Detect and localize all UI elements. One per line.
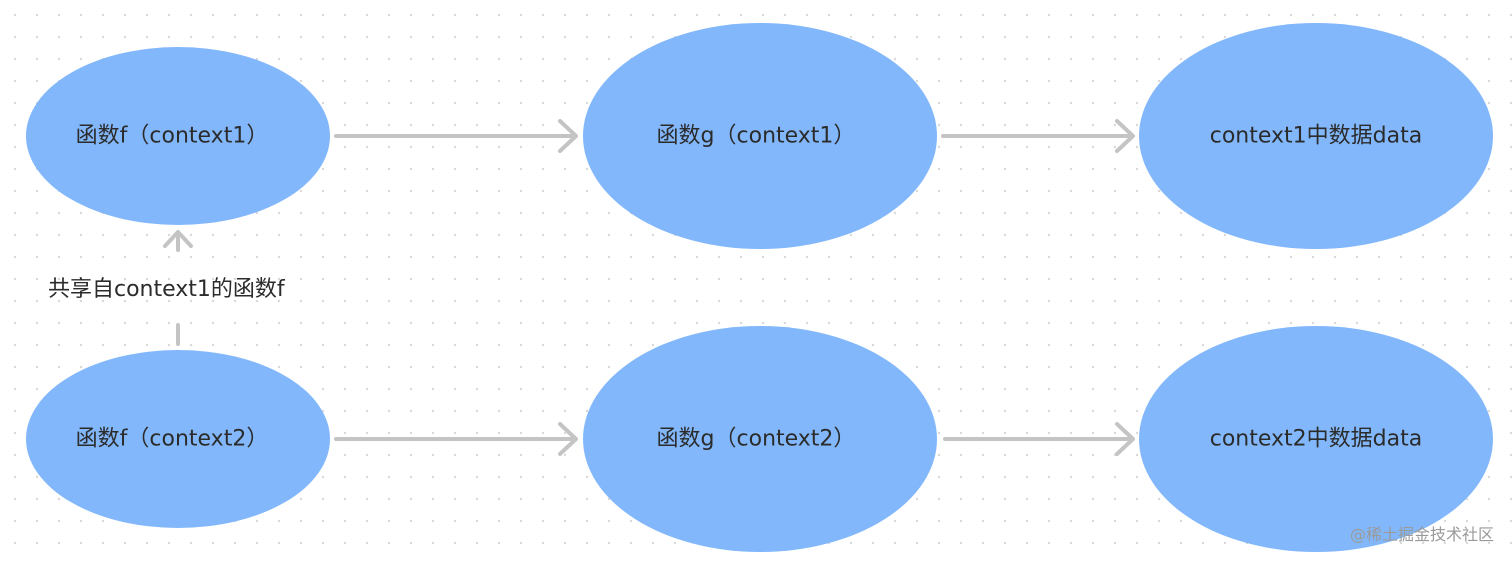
node-g-context2-label: 函数g（context2） bbox=[657, 427, 856, 452]
node-g-context2[interactable]: 函数g（context2） bbox=[583, 326, 937, 552]
node-data-context1-label: context1中数据data bbox=[1210, 124, 1422, 149]
edge-f2-to-g2 bbox=[334, 422, 578, 456]
edge-f2-to-f1-shared bbox=[163, 230, 193, 346]
node-f-context2-label: 函数f（context2） bbox=[76, 427, 269, 452]
edges bbox=[163, 119, 1135, 456]
edge-g1-to-data1 bbox=[941, 119, 1135, 153]
watermark-text: @稀土掘金技术社区 bbox=[1350, 525, 1494, 544]
node-f-context2-shape bbox=[26, 350, 330, 528]
shared-edge-label: 共享自context1的函数f bbox=[48, 277, 286, 302]
node-f-context1-shape bbox=[26, 47, 330, 225]
node-f-context2[interactable]: 函数f（context2） bbox=[26, 350, 330, 528]
node-g-context1[interactable]: 函数g（context1） bbox=[583, 23, 937, 249]
edge-g2-to-data2 bbox=[943, 422, 1135, 456]
node-data-context1[interactable]: context1中数据data bbox=[1139, 23, 1493, 249]
node-g-context2-shape bbox=[583, 326, 937, 552]
node-data-context2-shape bbox=[1139, 326, 1493, 552]
node-data-context1-shape bbox=[1139, 23, 1493, 249]
node-data-context2[interactable]: context2中数据data bbox=[1139, 326, 1493, 552]
edge-f1-to-g1 bbox=[334, 119, 578, 153]
node-g-context1-label: 函数g（context1） bbox=[657, 124, 856, 149]
node-f-context1[interactable]: 函数f（context1） bbox=[26, 47, 330, 225]
node-f-context1-label: 函数f（context1） bbox=[76, 124, 269, 149]
node-data-context2-label: context2中数据data bbox=[1210, 427, 1422, 452]
nodes: 函数f（context1） 函数g（context1） context1中数据d… bbox=[26, 23, 1493, 552]
node-g-context1-shape bbox=[583, 23, 937, 249]
